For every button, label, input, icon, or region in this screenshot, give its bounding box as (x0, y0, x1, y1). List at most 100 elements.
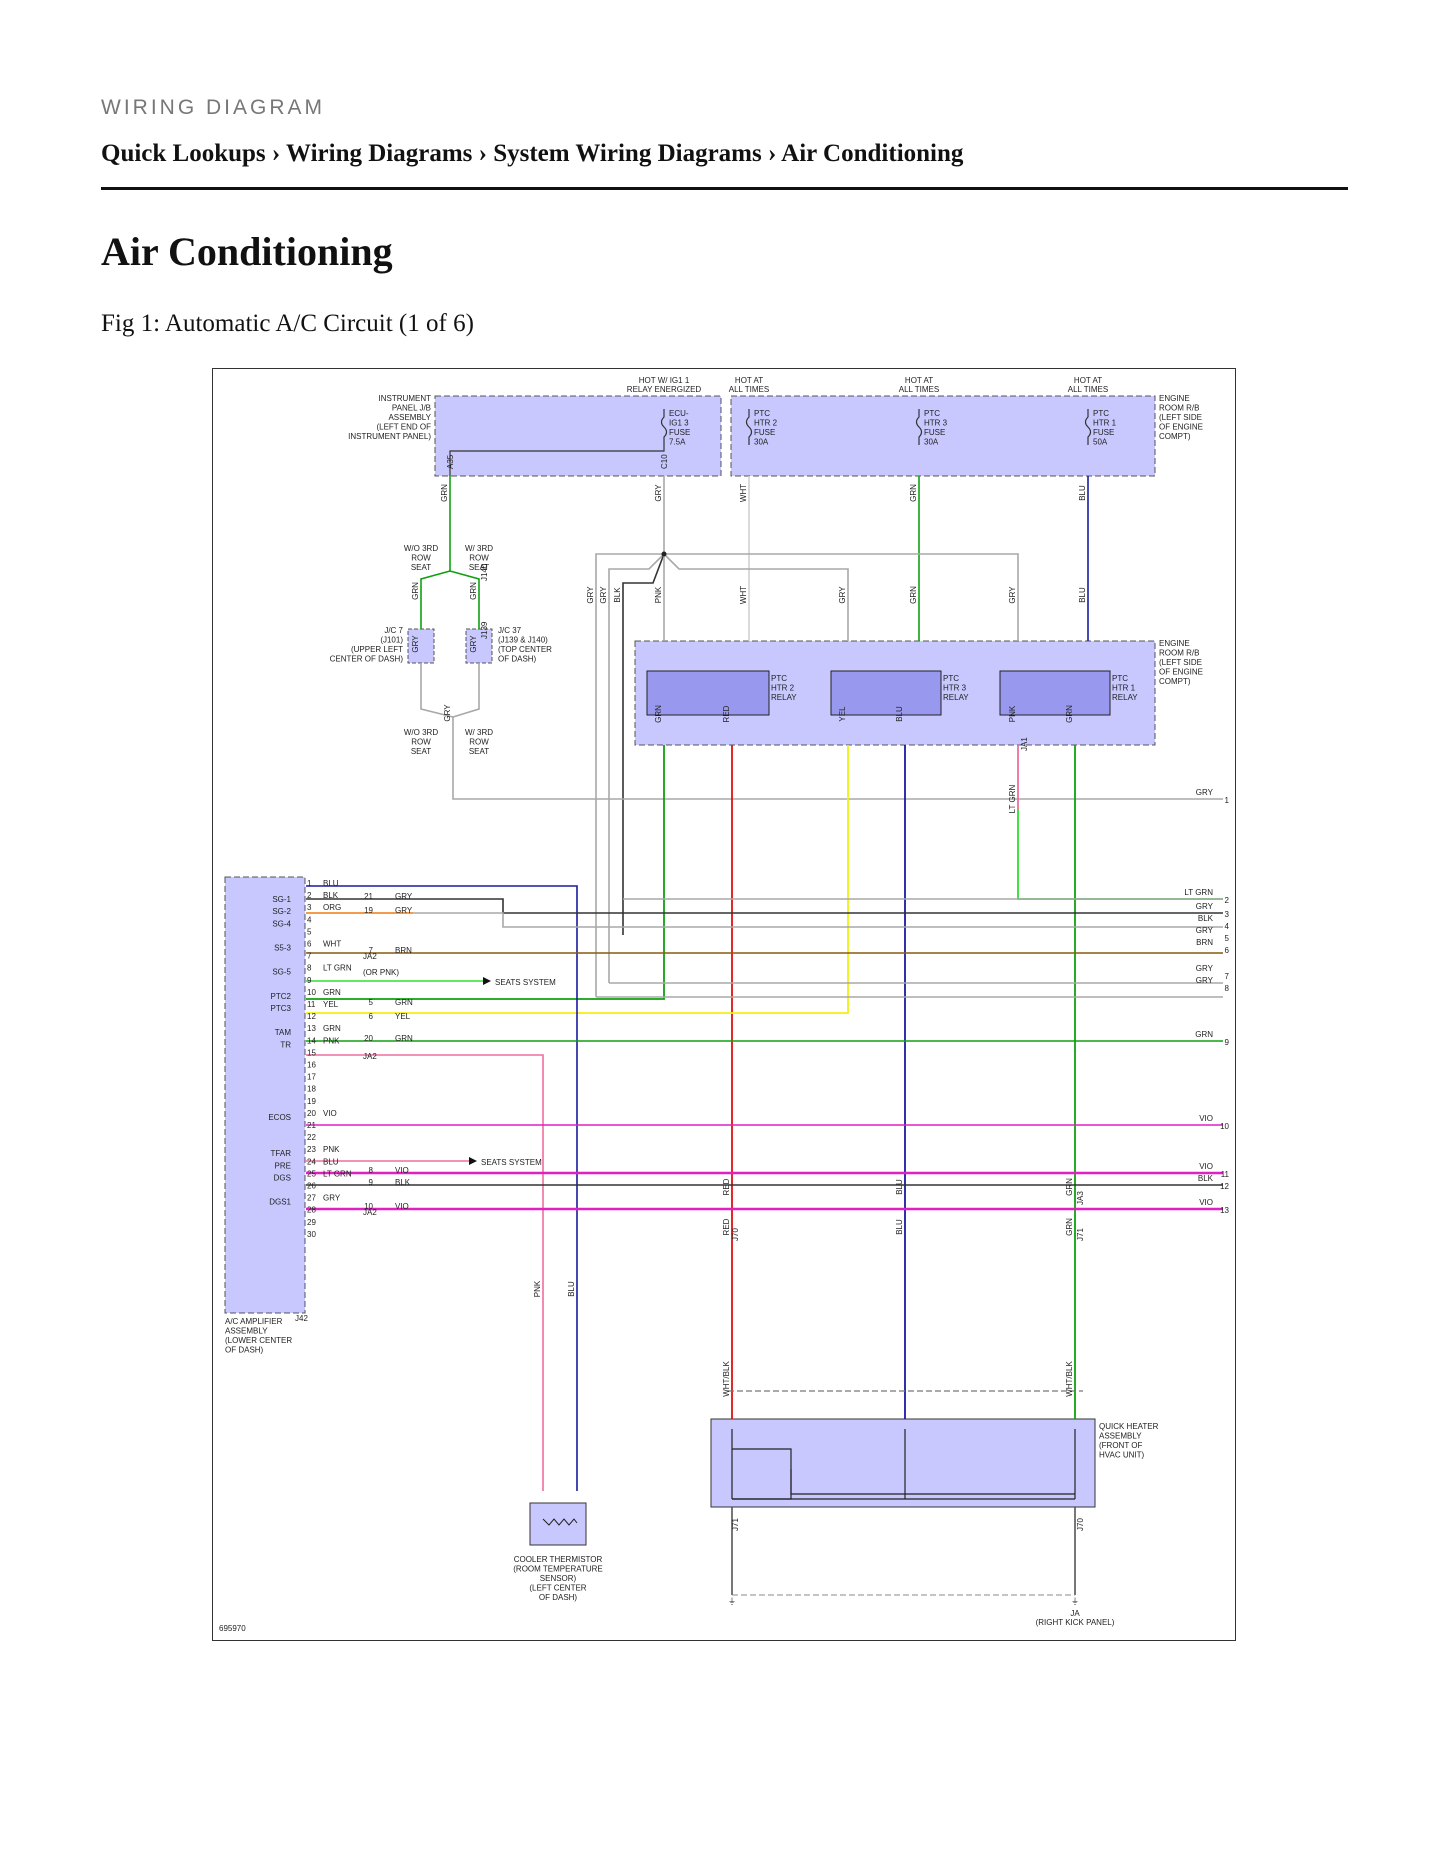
wire-color-label: RED (722, 705, 731, 722)
ref-wire: LT GRN (1184, 888, 1213, 897)
amp-pin-number: 2 (307, 891, 312, 900)
splice-point (661, 551, 667, 557)
wo3rd-label-bottom: SEAT (411, 747, 431, 756)
connector-label: J71 (731, 1518, 740, 1531)
w3rd-label-top: W/ 3RD (465, 544, 493, 553)
wire-color-label: BLK (613, 587, 622, 603)
amp-pin-signal: SG-2 (272, 907, 291, 916)
heater-internal-2 (790, 1469, 1075, 1495)
amp-pin-signal: DGS1 (269, 1198, 291, 1207)
connector-label: JA2 (363, 1052, 377, 1061)
wire-color-label: GRY (599, 586, 608, 604)
ref-wire: GRY (1196, 964, 1214, 973)
breadcrumb[interactable]: Quick Lookups › Wiring Diagrams › System… (101, 140, 964, 167)
amp-pin-wire: GRY (323, 1194, 341, 1203)
amp-pin-number: 13 (307, 1024, 316, 1033)
splice-pin: 10 (364, 1202, 373, 1211)
quick-heater-box (710, 1418, 1096, 1508)
engine-room-rb-label: OF ENGINE (1159, 423, 1203, 432)
wire-gry-jc37-out (452, 663, 480, 718)
hot-label: ALL TIMES (899, 385, 939, 394)
wire-color-label: GRN (1065, 1178, 1074, 1196)
connector-label: J42 (295, 1314, 308, 1323)
amp-pin-number: 27 (307, 1194, 316, 1203)
amp-pin-signal: TFAR (271, 1149, 292, 1158)
thermistor-symbol (542, 1518, 578, 1526)
wire-gry-splice-right (664, 553, 1019, 641)
wire-color-label: GRN (909, 484, 918, 502)
amp-pin-wire: BLU (323, 879, 339, 888)
relay-ptc-htr1 (999, 670, 1111, 716)
fuse-label: FUSE (669, 428, 690, 437)
wire-color-label: GRY (838, 586, 847, 604)
ac-amplifier-box (224, 876, 306, 1314)
wire-color-label: RED (722, 1178, 731, 1195)
wire-color-label: GRY (469, 635, 478, 653)
engine-room-rb-label-2: COMPT) (1159, 677, 1191, 686)
amp-pin-number: 12 (307, 1012, 316, 1021)
wire-blk-pin2 (306, 898, 1223, 914)
splice-pin: 6 (369, 1012, 374, 1021)
amp-pin-number: 10 (307, 988, 316, 997)
wire-color-label: GRN (411, 582, 420, 600)
wo3rd-label-top: ROW (411, 554, 431, 563)
wire-gry-pin3 (413, 912, 1223, 928)
splice-wire: BLK (395, 1178, 411, 1187)
jc37-label: OF DASH) (498, 655, 537, 664)
splice-pin: 7 (369, 946, 374, 955)
wire-color-label: GRN (909, 586, 918, 604)
splice-wire: VIO (395, 1166, 409, 1175)
wire-blk-splice (622, 553, 665, 935)
fuse-label: HTR 2 (754, 419, 778, 428)
amp-pin-number: 15 (307, 1048, 316, 1057)
wo3rd-label-bottom: ROW (411, 738, 431, 747)
engine-room-rb-label: ENGINE (1159, 394, 1190, 403)
amp-pin-number: 4 (307, 915, 312, 924)
splice-wire: GRN (395, 998, 413, 1007)
amp-pin-number: 6 (307, 940, 312, 949)
ground-label: (RIGHT KICK PANEL) (1036, 1618, 1115, 1627)
wire-gry-splice-left (595, 553, 664, 997)
fuse-label: FUSE (924, 428, 945, 437)
amp-pin-wire: YEL (323, 1000, 339, 1009)
wire-color-label: GRN (654, 705, 663, 723)
ref-number: 6 (1225, 946, 1230, 955)
wire-color-label: GRN (469, 582, 478, 600)
jc7-label: (J101) (380, 636, 403, 645)
jc7-label: (UPPER LEFT (351, 645, 403, 654)
ref-wire: BLK (1198, 914, 1214, 923)
wire-color-label: BLU (1078, 587, 1087, 603)
engine-room-rb-label: COMPT) (1159, 432, 1191, 441)
amp-pin-wire: LT GRN (323, 1169, 352, 1178)
heater-label: QUICK HEATER (1099, 1422, 1159, 1431)
amp-pin-number: 21 (307, 1121, 316, 1130)
fuse-label: IG1 3 (669, 419, 689, 428)
relay-label: HTR 1 (1112, 684, 1136, 693)
amp-pin-number: 17 (307, 1073, 316, 1082)
seats-system-label: SEATS SYSTEM (481, 1158, 542, 1167)
engine-room-rb-label: (LEFT SIDE (1159, 413, 1202, 422)
wire-color-label: BLU (895, 1179, 904, 1195)
page-title: Air Conditioning (101, 229, 393, 274)
fuse-label: 30A (924, 438, 939, 447)
wire-color-label: GRN (1065, 1218, 1074, 1236)
amp-pin-number: 29 (307, 1218, 316, 1227)
hot-label: ALL TIMES (1068, 385, 1108, 394)
wire-color-label: BLU (895, 706, 904, 722)
ref-wire: GRY (1196, 976, 1214, 985)
relay-ptc-htr2 (646, 670, 770, 716)
connector-label: JA1 (1020, 737, 1029, 751)
wo3rd-label-bottom: W/O 3RD (404, 728, 438, 737)
hot-label: RELAY ENERGIZED (627, 385, 702, 394)
engine-room-rb-label-2: ENGINE (1159, 639, 1190, 648)
ref-wire: GRY (1196, 788, 1214, 797)
hot-label: HOT W/ IG1 1 (639, 376, 690, 385)
fuse-label: 7.5A (669, 438, 686, 447)
wire-grn-jc7-in (420, 570, 451, 629)
amp-pin-signal: SG-4 (272, 919, 291, 928)
amp-pin-wire: PNK (323, 1036, 340, 1045)
amp-pin-signal: DGS (274, 1173, 291, 1182)
amp-pin-wire: WHT (323, 940, 341, 949)
splice-wire: GRY (395, 906, 413, 915)
fuse-label: FUSE (1093, 428, 1114, 437)
